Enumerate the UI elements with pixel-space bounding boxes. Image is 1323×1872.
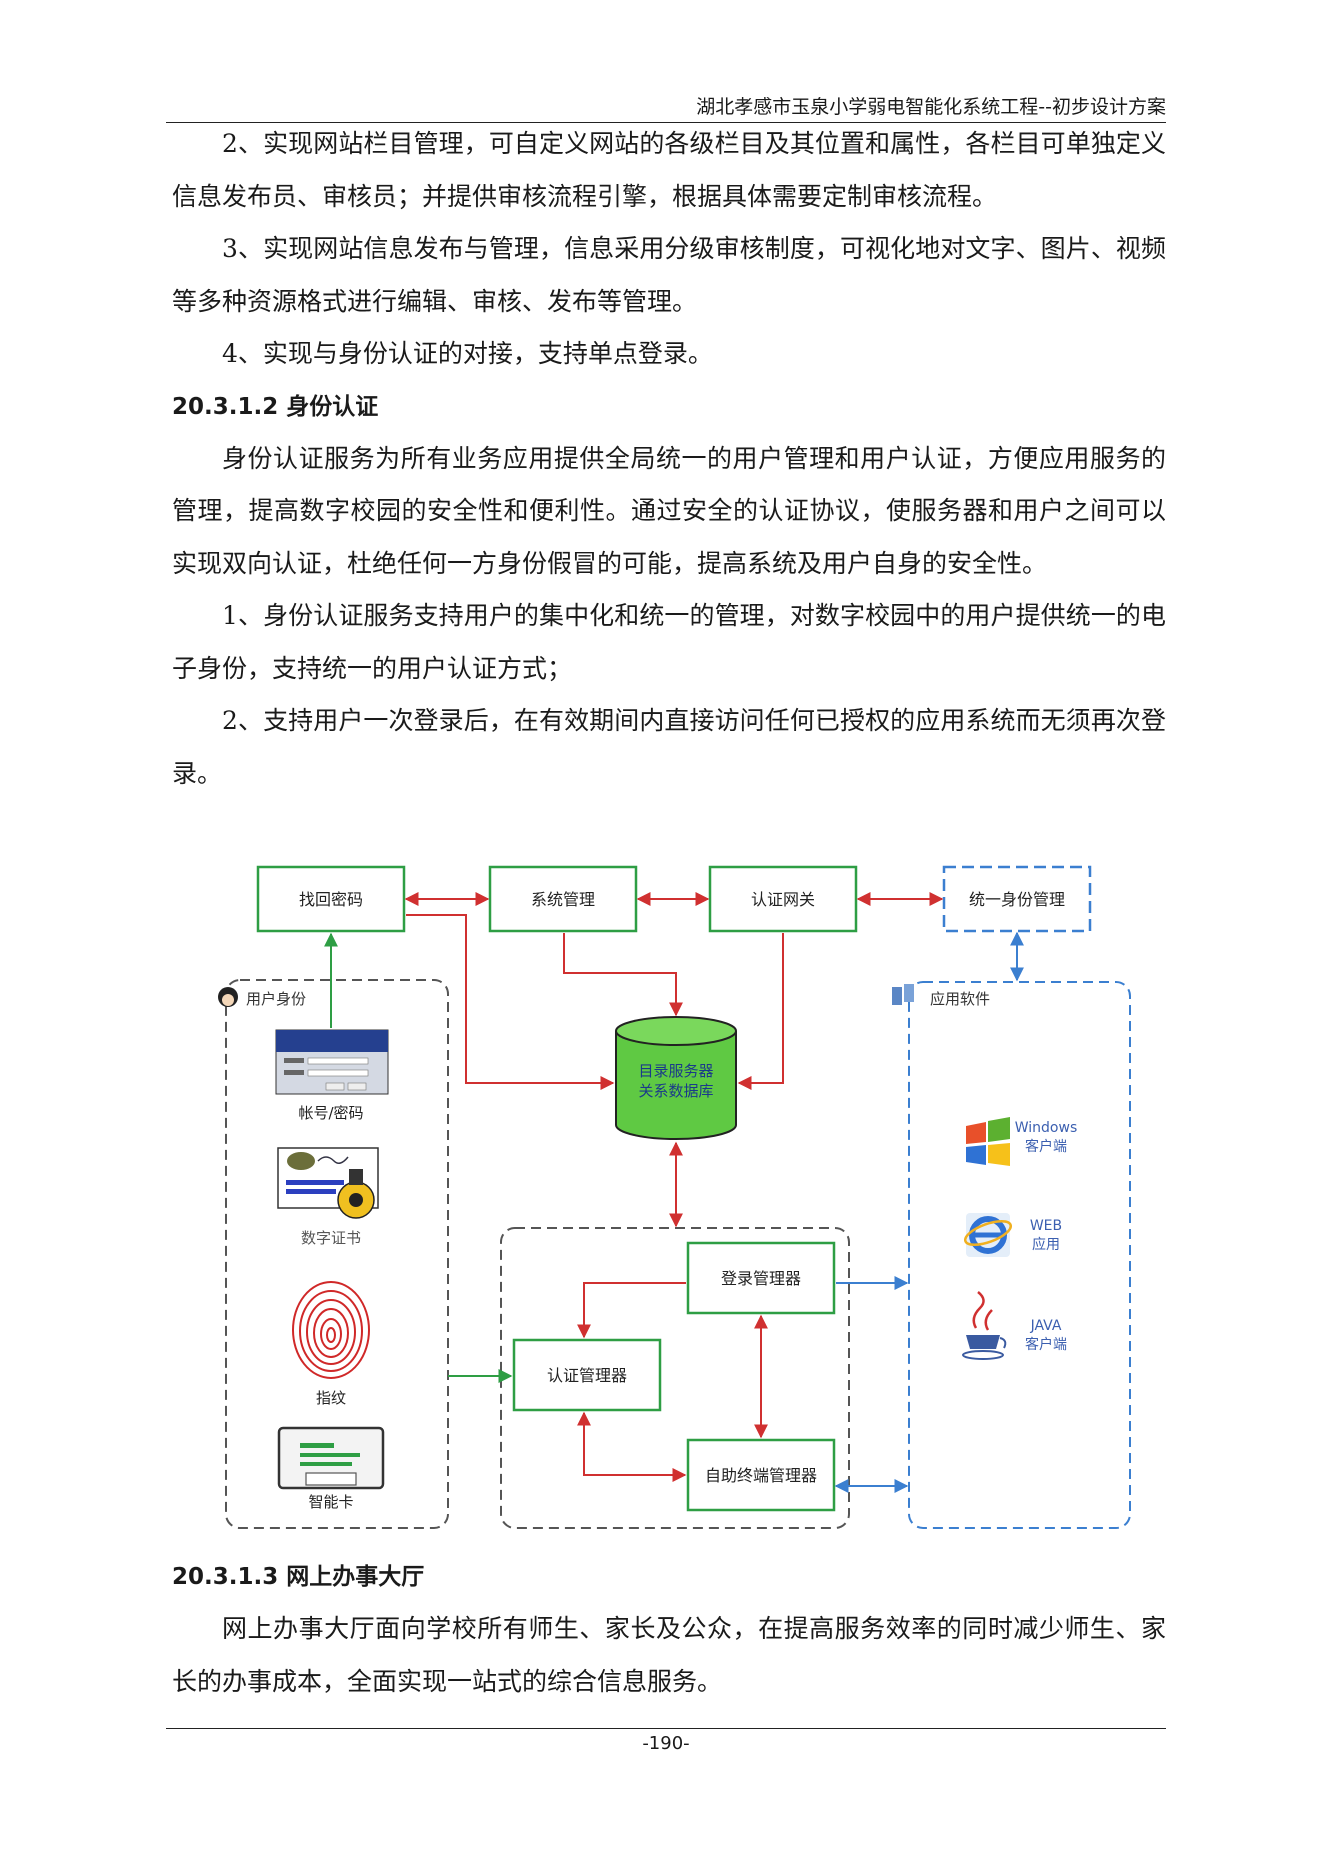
arrow-find-db [406, 914, 615, 1090]
paragraph: 3、实现网站信息发布与管理，信息采用分级审核制度，可视化地对文字、图片、视频等多… [172, 234, 1166, 316]
java-label-2: 客户端 [1025, 1336, 1067, 1353]
after-diagram-text: 20.3.1.3 网上办事大厅 网上办事大厅面向学校所有师生、家长及公众，在提高… [172, 1551, 1166, 1708]
paragraph: 1、身份认证服务支持用户的集中化和统一的管理，对数字校园中的用户提供统一的电子身… [172, 601, 1166, 683]
arrow-system-db [563, 933, 683, 1017]
section-heading-hall: 20.3.1.3 网上办事大厅 [172, 1564, 425, 1590]
database-label-1: 目录服务器 [638, 1062, 713, 1080]
java-label-1: JAVA [1030, 1318, 1062, 1334]
user-identity-label: 用户身份 [246, 990, 306, 1008]
arrow-gateway-db [737, 933, 784, 1090]
database-cylinder [615, 1016, 737, 1140]
auth-manager-box [512, 1338, 662, 1412]
fingerprint-icon [292, 1281, 370, 1379]
auth-gateway-label: 认证网关 [751, 890, 815, 909]
java-cup-icon [962, 1291, 1007, 1360]
certificate-icon [277, 1147, 379, 1219]
web-label-1: WEB [1030, 1218, 1062, 1234]
app-software-group [908, 981, 1131, 1529]
user-identity-group [225, 979, 449, 1529]
web-label-2: 应用 [1032, 1236, 1060, 1253]
paragraph: 2、实现网站栏目管理，可自定义网站的各级栏目及其位置和属性，各栏目可单独定义信息… [172, 129, 1166, 211]
paragraph: 2、支持用户一次登录后，在有效期间内直接访问任何已授权的应用系统而无须再次登录。 [172, 706, 1166, 788]
diagram-svg: 用户身份 应用软件 找回密码 系统管理 认证网关 统一身份管理 目录服务器 关系… [218, 865, 1131, 1529]
arrow-auth-selfservice [577, 1411, 687, 1482]
fingerprint-label: 指纹 [316, 1389, 346, 1407]
system-management-label: 系统管理 [531, 890, 595, 909]
auth-gateway-box [708, 865, 858, 933]
login-window-icon [275, 1029, 389, 1095]
database-label-2: 关系数据库 [638, 1082, 713, 1100]
paragraph: 身份认证服务为所有业务应用提供全局统一的用户管理和用户认证，方便应用服务的管理，… [172, 443, 1166, 578]
section-heading-auth: 20.3.1.2 身份认证 [172, 393, 379, 420]
ie-browser-icon [963, 1213, 1013, 1257]
paragraph: 4、实现与身份认证的对接，支持单点登录。 [222, 339, 713, 368]
self-service-manager-box [686, 1438, 836, 1512]
windows-label-1: Windows [1015, 1120, 1078, 1136]
smart-card-label: 智能卡 [308, 1493, 353, 1511]
user-icon [218, 987, 238, 1007]
digital-certificate-label: 数字证书 [301, 1229, 361, 1247]
windows-logo-icon [966, 1117, 1010, 1166]
system-management-box [488, 865, 638, 933]
body-text: 2、实现网站栏目管理，可自定义网站的各级栏目及其位置和属性，各栏目可单独定义信息… [172, 118, 1166, 800]
login-manager-box [686, 1241, 836, 1315]
unified-identity-label: 统一身份管理 [969, 890, 1065, 909]
identity-auth-diagram: 用户身份 应用软件 找回密码 系统管理 认证网关 统一身份管理 目录服务器 关系… [166, 843, 1166, 1541]
arrow-login-auth [577, 1282, 686, 1339]
unified-identity-box [942, 865, 1092, 933]
find-password-label: 找回密码 [299, 890, 363, 909]
paragraph: 网上办事大厅面向学校所有师生、家长及公众，在提高服务效率的同时减少师生、家长的办… [172, 1614, 1166, 1696]
page-header: 湖北孝感市玉泉小学弱电智能化系统工程--初步设计方案 [166, 92, 1166, 123]
auth-manager-label: 认证管理器 [547, 1366, 627, 1385]
self-service-manager-label: 自助终端管理器 [705, 1466, 817, 1485]
server-icon [892, 984, 914, 1005]
login-manager-label: 登录管理器 [721, 1269, 801, 1288]
windows-label-2: 客户端 [1025, 1138, 1067, 1155]
app-software-label: 应用软件 [930, 990, 990, 1008]
page-number: -190- [166, 1728, 1166, 1759]
account-password-label: 帐号/密码 [298, 1104, 363, 1122]
smart-card-icon [277, 1426, 385, 1490]
find-password-box [256, 865, 406, 933]
